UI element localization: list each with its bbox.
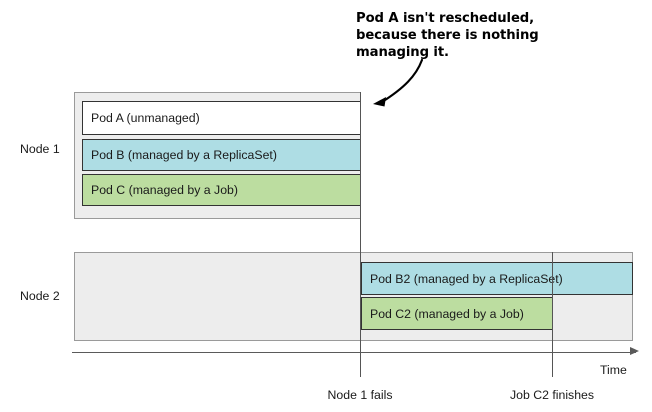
annotation-callout-text: Pod A isn't rescheduled, because there i… bbox=[356, 11, 539, 60]
annotation-arrow-icon bbox=[373, 58, 424, 107]
pod-bar-pod-c2: Pod C2 (managed by a Job) bbox=[361, 297, 553, 330]
node-label-node-1: Node 1 bbox=[20, 142, 60, 156]
pod-bar-pod-b2: Pod B2 (managed by a ReplicaSet) bbox=[361, 262, 633, 295]
event-caption-node-1-fails: Node 1 fails bbox=[327, 388, 393, 402]
event-caption-job-c2-finishes: Job C2 finishes bbox=[509, 388, 595, 402]
time-axis-line bbox=[72, 352, 636, 353]
pod-bar-pod-c: Pod C (managed by a Job) bbox=[82, 174, 361, 206]
pod-bar-pod-b: Pod B (managed by a ReplicaSet) bbox=[82, 139, 361, 171]
event-line-node-1-fails bbox=[360, 92, 361, 377]
event-line-job-c2-finishes bbox=[552, 252, 553, 377]
time-axis-label: Time bbox=[600, 363, 627, 377]
time-axis-arrow-icon bbox=[630, 347, 639, 355]
pod-bar-pod-a: Pod A (unmanaged) bbox=[82, 101, 361, 135]
node-label-node-2: Node 2 bbox=[20, 289, 60, 303]
